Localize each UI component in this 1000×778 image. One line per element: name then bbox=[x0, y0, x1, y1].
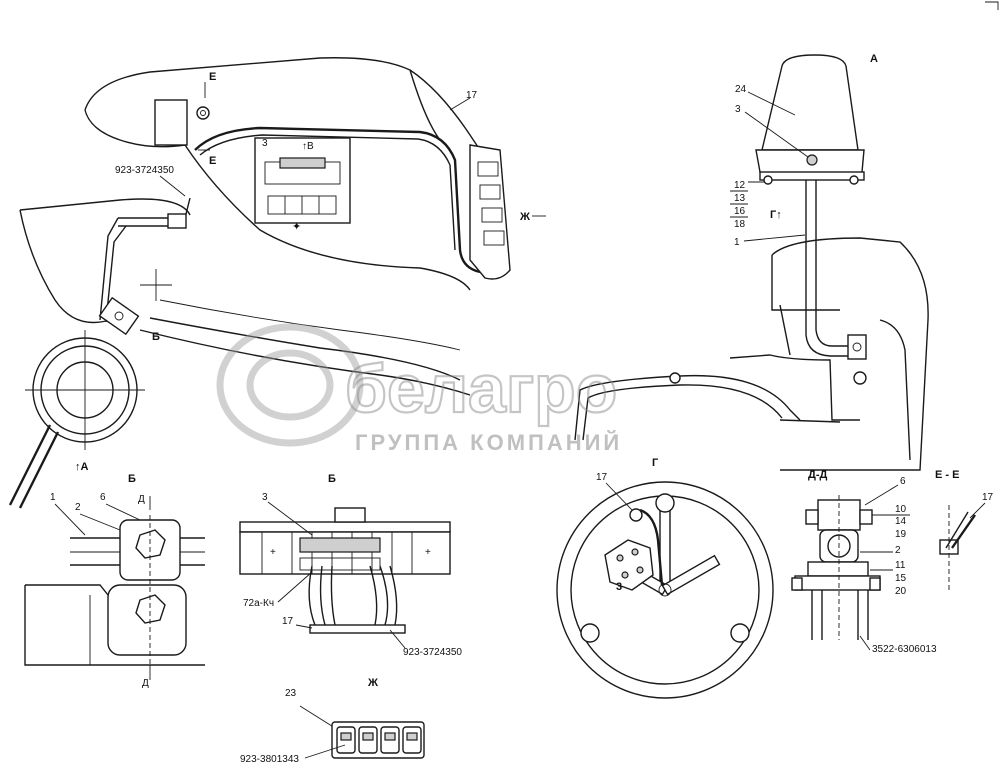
detail-b1-title: Б bbox=[128, 473, 136, 485]
detail-dd-part-19: 19 bbox=[895, 529, 907, 540]
detail-b2-part-72a: 72а-Кч bbox=[243, 598, 274, 609]
part-24-label: 24 bbox=[735, 84, 747, 95]
detail-b1-section-top: Д bbox=[138, 494, 145, 505]
detail-dd-part-15: 15 bbox=[895, 573, 907, 584]
beacon-dome bbox=[761, 54, 859, 151]
detail-ee-part-17: 17 bbox=[982, 492, 994, 503]
detail-g-title: Г bbox=[652, 457, 659, 469]
watermark: белагро ГРУППА КОМПАНИЙ bbox=[216, 323, 622, 455]
detail-b1-section-bottom: Д bbox=[142, 678, 149, 689]
part-3-lamp-label: 3 bbox=[735, 104, 741, 115]
view-a-label: А bbox=[870, 53, 878, 65]
section-e-top-label: Е bbox=[209, 71, 216, 83]
detail-ee-section: Е - Е 17 bbox=[935, 469, 994, 590]
detail-zh-lamp-strip: Ж 23 923-3801343 bbox=[240, 677, 425, 765]
svg-text:+: + bbox=[425, 547, 431, 558]
detail-dd-part-10: 10 bbox=[895, 504, 907, 515]
detail-b1-part-2: 2 bbox=[75, 502, 81, 513]
beacon-view: А 24 3 12 13 16 18 Г↑ 1 bbox=[574, 53, 929, 471]
view-a-arrow: ↑А bbox=[75, 461, 89, 473]
detail-g-part-17: 17 bbox=[596, 472, 608, 483]
detail-dd-section: Д-Д 6 10 14 19 2 11 15 20 3522-6306013 bbox=[791, 469, 937, 655]
detail-b2-part-17: 17 bbox=[282, 616, 294, 627]
part-923-3724350-label: 923-3724350 bbox=[115, 165, 174, 176]
detail-dd-part-11: 11 bbox=[895, 560, 906, 571]
detail-b1-part-6: 6 bbox=[100, 492, 106, 503]
detail-zh-part-923: 923-3801343 bbox=[240, 754, 299, 765]
side-lamp-panel bbox=[469, 144, 511, 280]
part-16-label: 16 bbox=[734, 206, 746, 217]
detail-dd-part-6: 6 bbox=[900, 476, 906, 487]
detail-dd-part-2: 2 bbox=[895, 545, 901, 556]
part-13-label: 13 bbox=[734, 193, 746, 204]
detail-b2-part-923: 923-3724350 bbox=[403, 647, 462, 658]
view-zh-arrow: Ж bbox=[519, 211, 530, 223]
svg-text:✦: ✦ bbox=[292, 221, 301, 233]
part-17-label: 17 bbox=[466, 90, 478, 101]
part-12-label: 12 bbox=[734, 180, 746, 191]
detail-zh-part-23: 23 bbox=[285, 688, 297, 699]
detail-dd-part-20: 20 bbox=[895, 586, 907, 597]
detail-dd-part-code: 3522-6306013 bbox=[872, 644, 937, 655]
detail-ee-title: Е - Е bbox=[935, 469, 959, 481]
detail-b-connector: Б + + 3 72а-Кч 17 923-3724350 bbox=[239, 473, 462, 658]
part-1-lamp-label: 1 bbox=[734, 237, 740, 248]
detail-dd-part-14: 14 bbox=[895, 516, 907, 527]
section-e-bottom-label: Е bbox=[209, 155, 216, 167]
view-b-arrow: ↑В bbox=[302, 141, 314, 152]
svg-text:+: + bbox=[270, 547, 276, 558]
part-3-label: 3 bbox=[262, 138, 268, 149]
view-g1-label: Г↑ bbox=[770, 209, 782, 221]
detail-g-part-3: 3 bbox=[616, 581, 622, 593]
detail-b2-title: Б bbox=[328, 473, 336, 485]
junction-box bbox=[254, 137, 351, 224]
watermark-brand: белагро bbox=[345, 351, 617, 427]
detail-b2-part-3: 3 bbox=[262, 492, 268, 503]
main-view: Е Е 17 3 ↑В ✦ Ж 923-3724350 bbox=[8, 57, 546, 509]
detail-b-bracket: Б 1 2 6 Д Д bbox=[24, 473, 205, 689]
watermark-tagline: ГРУППА КОМПАНИЙ bbox=[355, 430, 622, 455]
detail-zh-title: Ж bbox=[367, 677, 378, 689]
detail-g-lamp-back: Г 17 3 bbox=[556, 457, 774, 699]
detail-dd-title: Д-Д bbox=[808, 469, 827, 481]
view-b-small-label: Б bbox=[152, 331, 160, 343]
part-18-label: 18 bbox=[734, 219, 746, 230]
detail-b1-part-1: 1 bbox=[50, 492, 56, 503]
